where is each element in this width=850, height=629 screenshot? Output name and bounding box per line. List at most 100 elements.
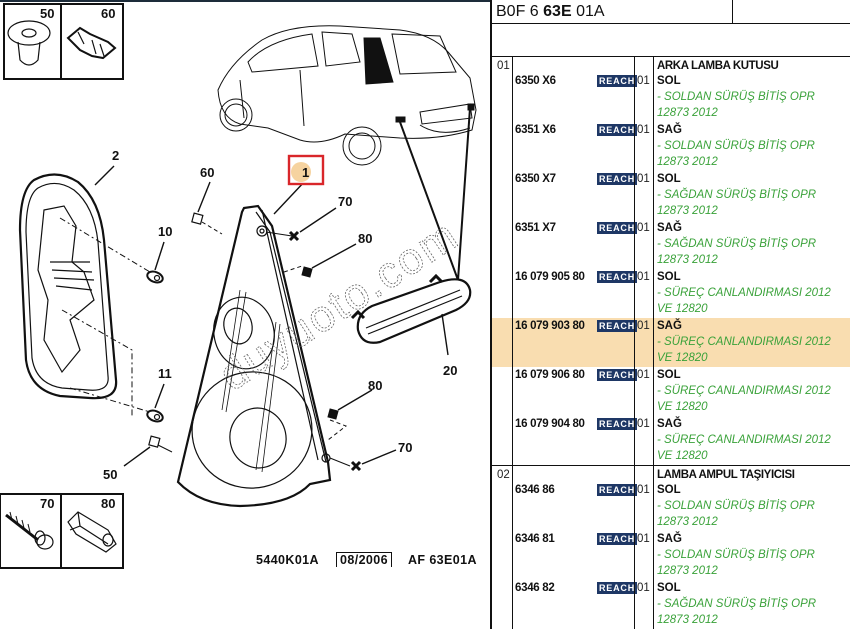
screw-part-70-lower[interactable] bbox=[350, 460, 362, 472]
quantity: 01 bbox=[637, 271, 650, 283]
drawing-code: 5440K01A bbox=[256, 553, 319, 567]
reference-title: B0F 6 63E 01A bbox=[496, 3, 605, 21]
legend-box-60[interactable] bbox=[60, 3, 124, 80]
ref-bold: 63E bbox=[543, 3, 572, 20]
diagram-drawing: 1 2 10 11 20 50 60 70 70 80 80 50 60 70 … bbox=[0, 3, 477, 569]
quantity: 01 bbox=[637, 484, 650, 496]
part-number[interactable]: 6351 X7 bbox=[515, 222, 556, 234]
group-number: 01 bbox=[497, 60, 510, 72]
ref-prefix: B0F 6 bbox=[496, 3, 539, 20]
usage-note: - SÜREÇ CANLANDIRMASI 2012 VE 12820 bbox=[657, 336, 831, 364]
callout-80-lower[interactable]: 80 bbox=[368, 378, 382, 393]
quantity: 01 bbox=[637, 582, 650, 594]
selected-callout-fill bbox=[291, 162, 311, 182]
part-number[interactable]: 6351 X6 bbox=[515, 124, 556, 136]
usage-note: - SOLDAN SÜRÜŞ BİTİŞ OPR 12873 2012 bbox=[657, 140, 815, 168]
column-divider bbox=[512, 57, 513, 629]
side-label: SAĞ bbox=[657, 222, 682, 234]
reach-badge: REACH bbox=[597, 75, 638, 87]
callout-11[interactable]: 11 bbox=[158, 366, 172, 381]
callout-20[interactable]: 20 bbox=[443, 363, 457, 378]
usage-note: - SÜREÇ CANLANDIRMASI 2012 VE 12820 bbox=[657, 385, 831, 413]
usage-note: - SOLDAN SÜRÜŞ BİTİŞ OPR 12873 2012 bbox=[657, 549, 815, 577]
part-number[interactable]: 16 079 903 80 bbox=[515, 320, 585, 332]
callout-70-lower[interactable]: 70 bbox=[398, 440, 412, 455]
side-label: SOL bbox=[657, 173, 681, 185]
callout-80-upper[interactable]: 80 bbox=[358, 231, 372, 246]
part-number[interactable]: 6350 X6 bbox=[515, 75, 556, 87]
legend-label-50: 50 bbox=[40, 6, 54, 21]
group-divider bbox=[492, 465, 850, 466]
nut-part-80-lower[interactable] bbox=[327, 408, 339, 420]
quantity: 01 bbox=[637, 222, 650, 234]
callout-50[interactable]: 50 bbox=[103, 467, 117, 482]
part-number[interactable]: 16 079 905 80 bbox=[515, 271, 585, 283]
side-label: SAĞ bbox=[657, 124, 682, 136]
ref-suffix: 01A bbox=[576, 3, 605, 20]
quantity: 01 bbox=[637, 173, 650, 185]
part-number[interactable]: 6346 82 bbox=[515, 582, 555, 594]
nut-part-80-upper[interactable] bbox=[301, 266, 313, 278]
legend-box-80[interactable] bbox=[60, 493, 124, 569]
car-illustration bbox=[217, 25, 477, 166]
reach-badge: REACH bbox=[597, 124, 638, 136]
reach-badge: REACH bbox=[597, 173, 638, 185]
screw-part-70-upper[interactable] bbox=[288, 230, 300, 242]
side-label: SOL bbox=[657, 369, 681, 381]
part-number[interactable]: 6346 86 bbox=[515, 484, 555, 496]
reach-badge: REACH bbox=[597, 484, 638, 496]
callout-2[interactable]: 2 bbox=[112, 148, 119, 163]
usage-note: - SOLDAN SÜRÜŞ BİTİŞ OPR 12873 2012 bbox=[657, 500, 815, 528]
clip-part-60[interactable] bbox=[191, 212, 204, 225]
part-number[interactable]: 6350 X7 bbox=[515, 173, 556, 185]
side-label: SAĞ bbox=[657, 320, 682, 332]
quantity: 01 bbox=[637, 369, 650, 381]
legend-label-70: 70 bbox=[40, 496, 54, 511]
usage-note: - SAĞDAN SÜRÜŞ BİTİŞ OPR 12873 2012 bbox=[657, 598, 817, 626]
part-number[interactable]: 16 079 906 80 bbox=[515, 369, 585, 381]
quantity: 01 bbox=[637, 75, 650, 87]
legend-box-70[interactable] bbox=[0, 493, 62, 569]
side-label: SOL bbox=[657, 75, 681, 87]
reflector-part-20[interactable] bbox=[350, 273, 472, 344]
part-number[interactable]: 16 079 904 80 bbox=[515, 418, 585, 430]
quantity: 01 bbox=[637, 418, 650, 430]
reach-badge: REACH bbox=[597, 582, 638, 594]
clip-part-50[interactable] bbox=[148, 435, 161, 448]
callout-10[interactable]: 10 bbox=[158, 224, 172, 239]
reach-badge: REACH bbox=[597, 533, 638, 545]
side-label: SOL bbox=[657, 582, 681, 594]
side-label: SOL bbox=[657, 271, 681, 283]
exploded-diagram: 1 2 10 11 20 50 60 70 70 80 80 50 60 70 … bbox=[0, 0, 490, 569]
callout-70-upper[interactable]: 70 bbox=[338, 194, 352, 209]
lamp-body-part-2[interactable] bbox=[18, 173, 118, 400]
page-ref: AF 63E01A bbox=[408, 553, 477, 567]
callout-1[interactable]: 1 bbox=[302, 165, 309, 180]
bulb-part-11[interactable] bbox=[146, 383, 165, 423]
group-title: LAMBA AMPUL TAŞIYICISI bbox=[657, 469, 795, 481]
reach-badge: REACH bbox=[597, 271, 638, 283]
callout-60[interactable]: 60 bbox=[200, 165, 214, 180]
legend-label-80: 80 bbox=[101, 496, 115, 511]
tail-lamp-part-1[interactable] bbox=[176, 204, 332, 508]
column-divider bbox=[634, 57, 635, 629]
bulb-part-10[interactable] bbox=[146, 241, 165, 284]
part-number[interactable]: 6346 81 bbox=[515, 533, 555, 545]
reach-badge: REACH bbox=[597, 222, 638, 234]
usage-note: - SÜREÇ CANLANDIRMASI 2012 VE 12820 bbox=[657, 287, 831, 315]
header-divider bbox=[732, 0, 733, 24]
usage-note: - SAĞDAN SÜRÜŞ BİTİŞ OPR 12873 2012 bbox=[657, 189, 817, 217]
quantity: 01 bbox=[637, 124, 650, 136]
